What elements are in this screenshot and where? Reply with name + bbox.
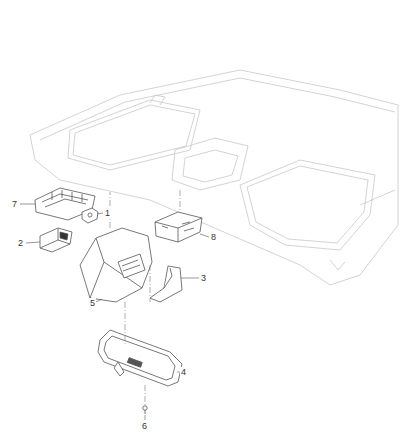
callout-number: 5 (89, 298, 96, 308)
callout-number: 6 (141, 421, 148, 431)
callout-number: 4 (180, 367, 187, 377)
callout-number: 2 (17, 238, 24, 248)
callout-number: 1 (104, 208, 111, 218)
callout-number: 8 (210, 232, 217, 242)
callout-number: 7 (11, 199, 18, 209)
callout-number: 3 (200, 273, 207, 283)
